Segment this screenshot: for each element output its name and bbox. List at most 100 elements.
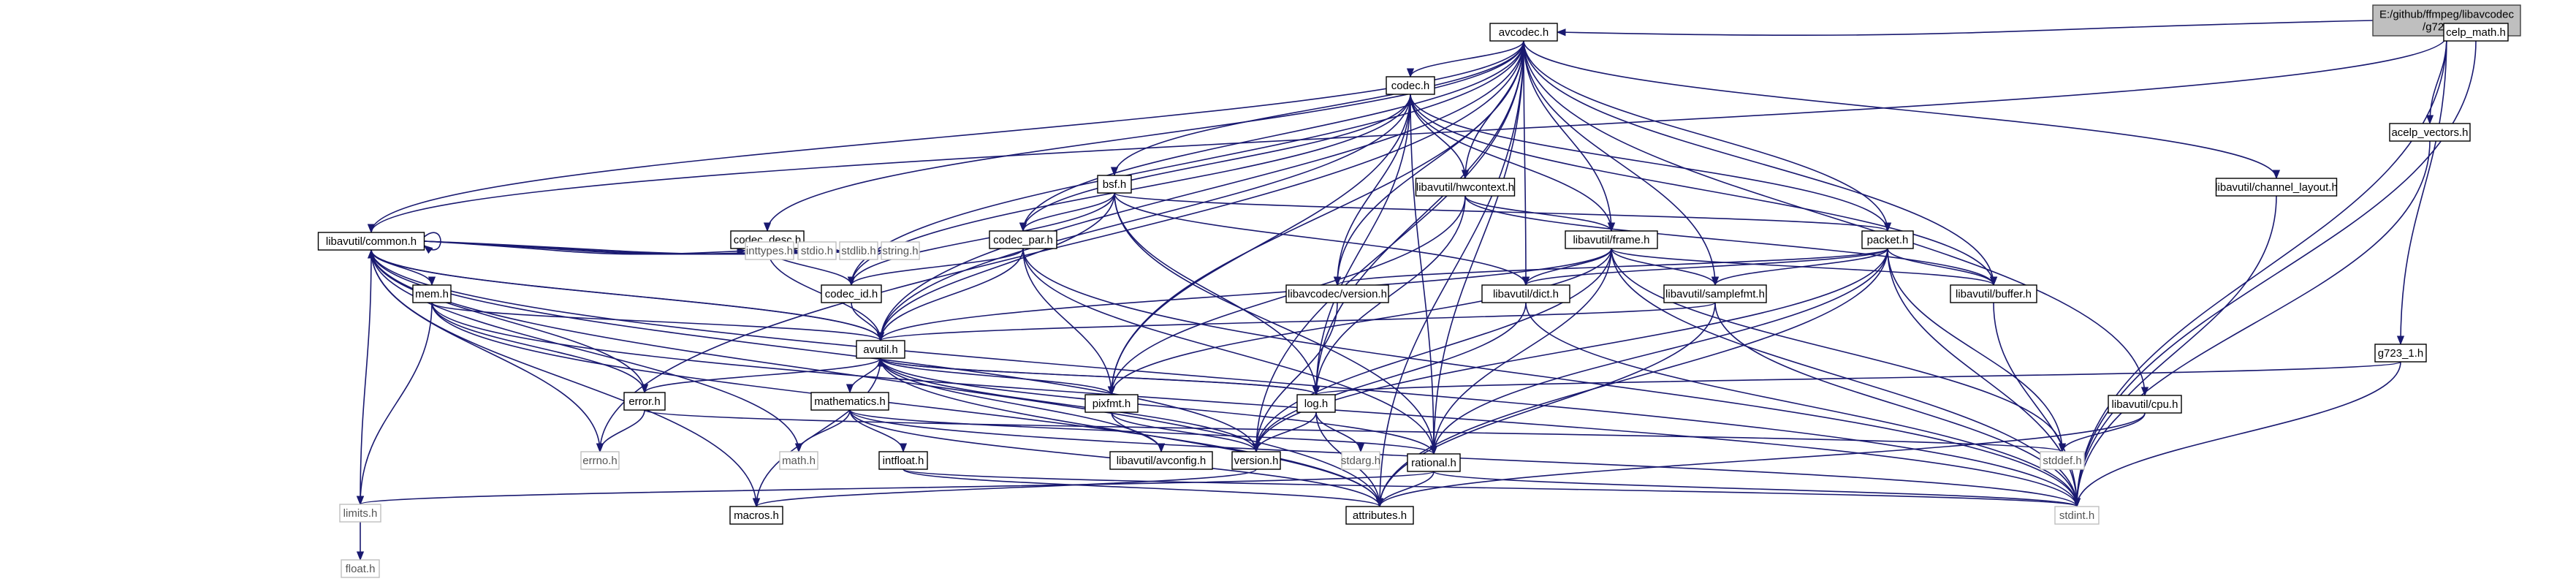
node-label: math.h (782, 455, 816, 467)
edge-avutil-to-common (368, 249, 881, 341)
node-box (1415, 178, 1516, 197)
edge-common-to-stdint (371, 249, 2081, 508)
node-box (2215, 178, 2338, 197)
node-channel-layout[interactable]: libavutil/channel_layout.h (2215, 178, 2338, 197)
node-box (339, 504, 381, 523)
node-label: libavcodec/version.h (1288, 288, 1387, 300)
edge-common-to-common (423, 232, 441, 254)
node-box (2443, 23, 2509, 42)
node-limits: limits.h (339, 504, 381, 523)
node-rational[interactable]: rational.h (1407, 453, 1461, 472)
node-box (1481, 284, 1570, 303)
node-label: mem.h (415, 288, 449, 300)
edge-codec_par-to-codec_id (848, 248, 1024, 287)
node-hwcontext[interactable]: libavutil/hwcontext.h (1415, 178, 1516, 197)
edge-samplefmt-to-avutil (877, 302, 1716, 342)
node-lavc-version[interactable]: libavcodec/version.h (1285, 284, 1389, 303)
node-label: celp_math.h (2446, 26, 2506, 39)
edge-hwcontext-to-log (1312, 195, 1466, 396)
node-label: inttypes.h (746, 245, 793, 257)
edge-root-to-stdint (2072, 35, 2447, 508)
node-mem[interactable]: mem.h (412, 284, 452, 303)
node-codec[interactable]: codec.h (1386, 76, 1435, 95)
node-frame[interactable]: libavutil/frame.h (1565, 230, 1658, 249)
node-avutil[interactable]: avutil.h (856, 340, 905, 359)
node-box (1861, 230, 1914, 249)
node-stdio: stdio.h (797, 241, 837, 260)
node-label: float.h (346, 563, 376, 575)
edge-codec-to-lavc_version (1333, 94, 1411, 287)
edge-codec-to-codec_par (1019, 94, 1411, 232)
node-g723-1[interactable]: g723_1.h (2374, 344, 2427, 363)
edge-acelp_vectors-to-stdint (2072, 140, 2431, 508)
node-dict[interactable]: libavutil/dict.h (1481, 284, 1570, 303)
node-error[interactable]: error.h (623, 392, 666, 411)
node-box (317, 232, 425, 251)
node-box (341, 559, 380, 578)
node-string: string.h (881, 241, 920, 260)
node-label: libavutil/frame.h (1573, 234, 1649, 246)
node-math: math.h (779, 451, 818, 470)
edge-avutil-to-pixfmt (880, 357, 1115, 396)
node-common[interactable]: libavutil/common.h (317, 232, 425, 251)
edge-pixfmt-to-version (1111, 412, 1261, 453)
edge-celp_math-to-stdint (2072, 40, 2477, 508)
node-label: intfloat.h (883, 455, 924, 467)
edge-frame-to-stddef (1611, 248, 2067, 453)
edge-mem-to-error (431, 302, 649, 394)
edge-codec-to-pixfmt (1107, 94, 1411, 396)
node-box (821, 284, 882, 303)
node-log[interactable]: log.h (1296, 394, 1336, 413)
dependency-edges (356, 20, 2521, 561)
node-box (1950, 284, 2037, 303)
node-avcodec[interactable]: avcodec.h (1489, 23, 1558, 42)
edge-common-to-limits (356, 249, 372, 506)
node-bsf[interactable]: bsf.h (1097, 175, 1132, 194)
node-box (1565, 230, 1658, 249)
node-box (580, 451, 620, 470)
edge-hwcontext-to-frame (1464, 195, 1616, 232)
edge-rational-to-stdint (1433, 471, 2081, 508)
node-label: error.h (628, 395, 660, 408)
node-samplefmt[interactable]: libavutil/samplefmt.h (1663, 284, 1767, 303)
edge-root-to-common (368, 35, 2447, 234)
node-pixfmt[interactable]: pixfmt.h (1084, 394, 1139, 413)
node-label: errno.h (582, 455, 618, 467)
node-version[interactable]: version.h (1231, 451, 1281, 470)
edge-packet-to-dict (1522, 248, 1888, 287)
node-label: stddef.h (2043, 455, 2081, 467)
node-label: stdio.h (801, 245, 833, 257)
edge-bsf-to-codec_id (847, 192, 1115, 287)
edge-log-to-version (1252, 412, 1317, 453)
node-celp-math[interactable]: celp_math.h (2443, 23, 2509, 42)
edge-codec-to-hwcontext (1410, 94, 1470, 180)
node-label: libavutil/samplefmt.h (1665, 288, 1765, 300)
node-label: version.h (1234, 455, 1279, 467)
node-acelp-vectors[interactable]: acelp_vectors.h (2389, 123, 2471, 142)
node-packet[interactable]: packet.h (1861, 230, 1914, 249)
node-codec-par[interactable]: codec_par.h (989, 230, 1057, 249)
node-label: mathematics.h (814, 395, 886, 408)
edge-packet-to-samplefmt (1711, 248, 1888, 287)
edge-log-to-stdarg (1315, 412, 1365, 453)
edge-log-to-avutil (877, 357, 1317, 395)
node-box (1407, 453, 1461, 472)
node-cpu[interactable]: libavutil/cpu.h (2108, 395, 2182, 414)
edge-codec_par-to-pixfmt (1022, 248, 1116, 396)
node-intfloat[interactable]: intfloat.h (878, 451, 928, 470)
node-box (1231, 451, 1281, 470)
node-buffer[interactable]: libavutil/buffer.h (1950, 284, 2037, 303)
node-avconfig[interactable]: libavutil/avconfig.h (1109, 451, 1213, 470)
node-codec-id[interactable]: codec_id.h (821, 284, 882, 303)
node-attributes[interactable]: attributes.h (1345, 506, 1414, 525)
edge-dict-to-version (1252, 302, 1527, 453)
edge-packet-to-rational (1429, 248, 1888, 455)
node-box (810, 392, 889, 411)
edge-codec-to-frame (1410, 94, 1616, 232)
edge-g723_1-to-log (1312, 361, 2401, 396)
node-mathematics[interactable]: mathematics.h (810, 392, 889, 411)
node-macros[interactable]: macros.h (729, 506, 783, 525)
edge-lavc_version-to-version (1252, 302, 1338, 453)
edge-avcodec-to-avutil (876, 40, 1524, 342)
